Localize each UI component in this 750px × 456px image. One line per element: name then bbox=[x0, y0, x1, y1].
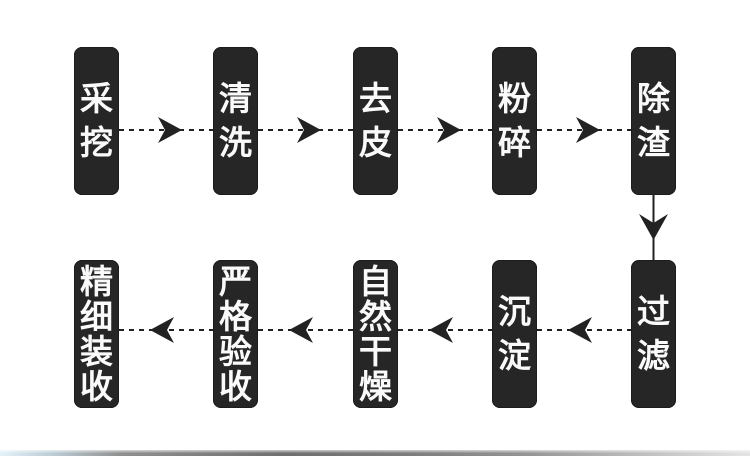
flow-step-yangeyanshou: 严格验收 bbox=[213, 260, 258, 408]
page-bottom-divider bbox=[0, 450, 750, 456]
arrow-down-icon bbox=[639, 194, 668, 260]
flow-step-qupi: 去皮 bbox=[353, 47, 398, 195]
flow-step-label: 过滤 bbox=[637, 292, 670, 375]
arrow-left-icon bbox=[398, 317, 492, 343]
arrow-left-icon bbox=[119, 317, 213, 343]
flow-step-jingxizhuangshou: 精细装收 bbox=[74, 260, 119, 408]
flow-step-label: 严格验收 bbox=[219, 262, 252, 406]
flow-step-chuzha: 除渣 bbox=[631, 47, 676, 195]
flow-step-label: 清洗 bbox=[219, 79, 252, 162]
arrow-right-icon bbox=[258, 117, 353, 143]
arrow-right-icon bbox=[537, 117, 631, 143]
flow-step-qingxi: 清洗 bbox=[213, 47, 258, 195]
flow-step-label: 采挖 bbox=[80, 79, 113, 162]
arrow-right-icon bbox=[398, 117, 492, 143]
flow-step-caiwa: 采挖 bbox=[74, 47, 119, 195]
flow-step-guolv: 过滤 bbox=[631, 260, 676, 408]
flow-step-ziranganzao: 自然干燥 bbox=[353, 260, 398, 408]
arrow-left-icon bbox=[258, 317, 353, 343]
flow-step-label: 沉淀 bbox=[498, 292, 531, 375]
arrow-right-icon bbox=[119, 117, 213, 143]
flow-step-label: 粉碎 bbox=[498, 79, 531, 162]
flow-step-fensui: 粉碎 bbox=[492, 47, 537, 195]
flow-step-chendian: 沉淀 bbox=[492, 260, 537, 408]
flow-step-label: 自然干燥 bbox=[359, 262, 392, 406]
flow-step-label: 去皮 bbox=[359, 79, 392, 162]
flow-step-label: 精细装收 bbox=[80, 262, 113, 406]
arrow-left-icon bbox=[537, 317, 631, 343]
flow-step-label: 除渣 bbox=[637, 79, 670, 162]
